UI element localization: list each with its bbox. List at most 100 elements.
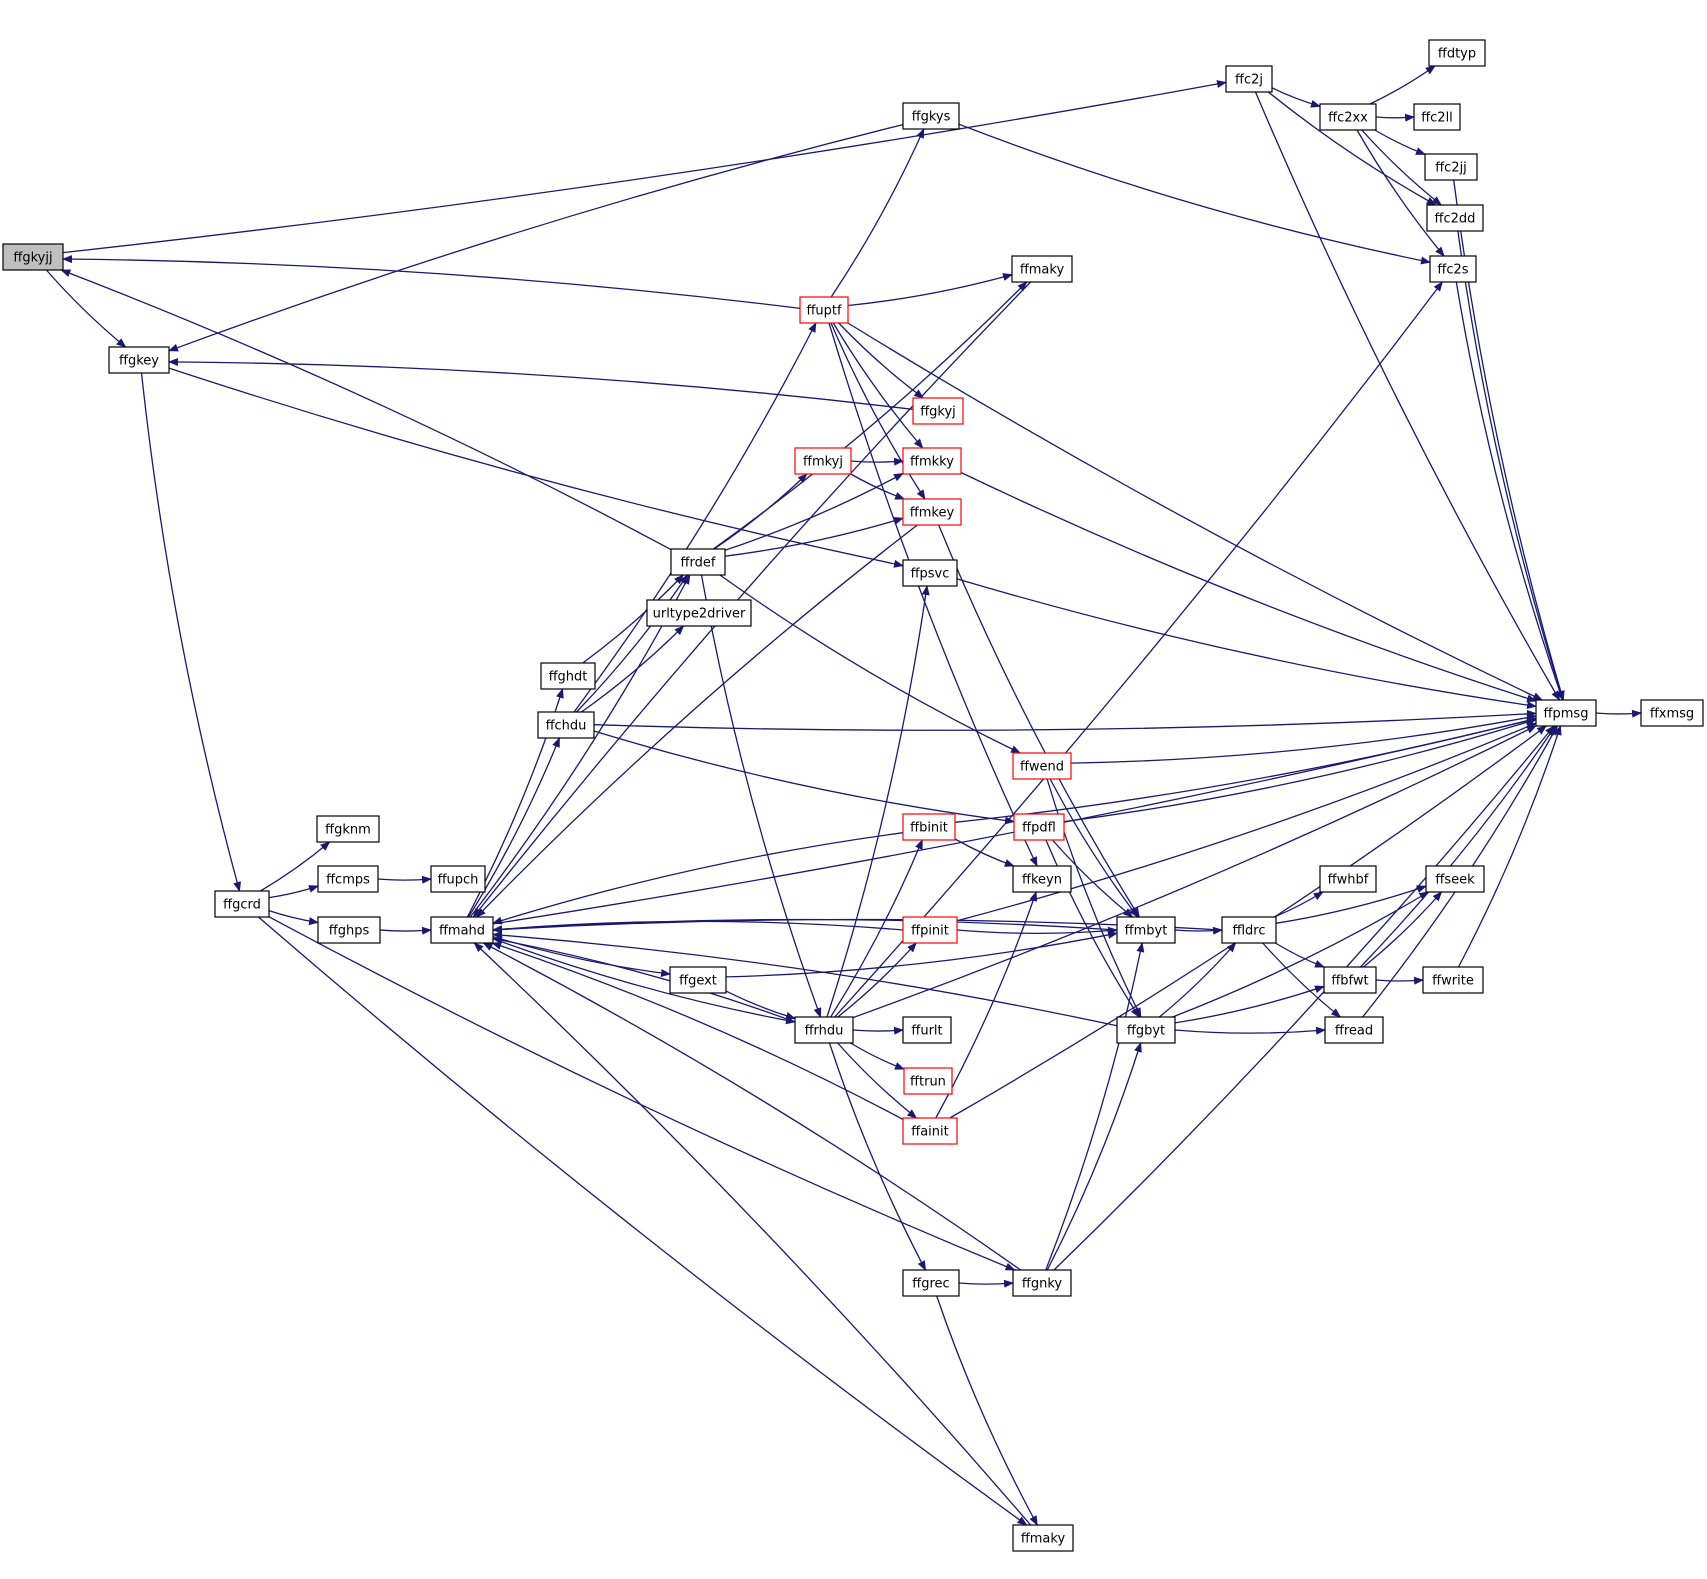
edge-ffc2xx-to-ffc2jj [1374, 129, 1426, 156]
edge-ffc2xx-to-ffc2ll [1375, 113, 1415, 122]
node-ffseek[interactable]: ffseek [1425, 865, 1485, 893]
node-label: ffc2ll [1421, 111, 1453, 126]
edge-ffpsvc-to-ffpmsg [956, 578, 1537, 710]
edge-ffrdef-to-ffgkyjj [60, 269, 672, 551]
node-box [902, 1117, 958, 1145]
node-label: ffwend [1020, 760, 1064, 775]
node-ffgext[interactable]: ffgext [669, 966, 727, 994]
node-box [1319, 865, 1377, 893]
node-ffurlt[interactable]: ffurlt [902, 1016, 952, 1044]
edge-ffldrc-to-ffread [1262, 942, 1342, 1018]
edge-ffgcrd-to-ffgnky [268, 916, 1016, 1271]
node-ffupch[interactable]: ffupch [430, 865, 486, 893]
node-ffuptf[interactable]: ffuptf [799, 296, 849, 324]
node-ffgknm[interactable]: ffgknm [316, 815, 380, 843]
node-ffread[interactable]: ffread [1324, 1016, 1384, 1044]
node-ffgkey[interactable]: ffgkey [108, 346, 170, 374]
node-label: ffgnky [1022, 1277, 1063, 1292]
node-ffmkey[interactable]: ffmkey [902, 498, 962, 526]
node-label: ffrhdu [805, 1024, 844, 1039]
node-ffrhdu[interactable]: ffrhdu [794, 1016, 854, 1044]
node-ffc2dd[interactable]: ffc2dd [1426, 204, 1484, 232]
node-box [1116, 1016, 1176, 1044]
node-ffmkky[interactable]: ffmkky [902, 447, 962, 475]
node-ffrdef[interactable]: ffrdef [670, 548, 726, 576]
edge-ffchdu-to-ffpdfl [593, 730, 1015, 825]
node-ffpdfl[interactable]: ffpdfl [1013, 813, 1065, 841]
node-box [316, 815, 380, 843]
node-ffbinit[interactable]: ffbinit [902, 813, 956, 841]
edge-ffrdef-to-ffwend [719, 574, 1021, 754]
node-ffldrc[interactable]: ffldrc [1221, 916, 1277, 944]
node-box [1422, 966, 1484, 994]
node-ffc2s[interactable]: ffc2s [1429, 255, 1477, 283]
node-ffgkyjj[interactable]: ffgkyjj [2, 243, 64, 271]
node-label: ffupch [438, 873, 479, 888]
node-ffmaky_bot[interactable]: ffmaky [1012, 1524, 1074, 1552]
edge-ffrhdu-to-ffpsvc [826, 585, 930, 1018]
node-ffchdu[interactable]: ffchdu [537, 711, 595, 739]
node-ffgrec[interactable]: ffgrec [902, 1269, 960, 1297]
edge-ffrhdu-to-ffc2s [834, 281, 1443, 1018]
node-ffgkyj[interactable]: ffgkyj [912, 397, 964, 425]
node-ffmbyt[interactable]: ffmbyt [1116, 916, 1176, 944]
edge-ffghdt-to-ffrdef [582, 574, 684, 664]
node-ffgnky[interactable]: ffgnky [1012, 1269, 1072, 1297]
edge-ffpdfl-to-ffmbyt [1052, 839, 1134, 918]
edge-ffgkys-to-ffc2s [958, 123, 1431, 265]
call-edges [45, 65, 1642, 1526]
node-ffghdt[interactable]: ffghdt [540, 662, 596, 690]
node-label: fftrun [910, 1075, 946, 1090]
node-urltype2driver[interactable]: urltype2driver [646, 599, 752, 627]
node-box [108, 346, 170, 374]
node-ffwend[interactable]: ffwend [1012, 752, 1072, 780]
node-ffmaky_top[interactable]: ffmaky [1011, 255, 1073, 283]
node-ffbfwt[interactable]: ffbfwt [1323, 966, 1377, 994]
node-ffpsvc[interactable]: ffpsvc [902, 559, 958, 587]
node-ffainit[interactable]: ffainit [902, 1117, 958, 1145]
node-label: ffc2s [1437, 263, 1468, 278]
node-label: ffmkey [910, 506, 955, 521]
edge-ffmkyj-to-ffmkky [850, 457, 904, 466]
node-ffxmsg[interactable]: ffxmsg [1640, 699, 1704, 727]
edge-ffgext-to-ffrhdu [725, 990, 796, 1020]
edge-ffc2xx-to-ffc2s [1356, 129, 1445, 257]
node-label: ffghdt [549, 670, 588, 685]
edge-ffgcrd-to-ffcmps [268, 885, 319, 899]
node-ffc2j[interactable]: ffc2j [1225, 65, 1273, 93]
edge-ffuptf-to-ffgkyj [838, 322, 925, 399]
node-ffc2ll[interactable]: ffc2ll [1413, 103, 1461, 131]
node-box [1319, 103, 1377, 131]
edge-ffrdef-to-ffmkey [724, 516, 904, 557]
node-ffgcrd[interactable]: ffgcrd [214, 890, 270, 918]
node-ffmkyj[interactable]: ffmkyj [794, 447, 852, 475]
node-ffpmsg[interactable]: ffpmsg [1535, 699, 1597, 727]
node-ffgkys[interactable]: ffgkys [902, 102, 960, 130]
edge-ffmkky-to-ffpmsg [960, 471, 1537, 703]
node-label: ffwhbf [1328, 873, 1369, 888]
node-fftrun[interactable]: fftrun [903, 1067, 953, 1095]
edge-ffchdu-to-urltype2driver [581, 625, 685, 713]
edge-ffmaky_bot-to-ffmahd [473, 942, 1032, 1526]
node-ffwhbf[interactable]: ffwhbf [1319, 865, 1377, 893]
node-box [902, 559, 958, 587]
edge-ffuptf-to-ffgkyjj [62, 255, 801, 310]
edge-ffgkyjj-to-ffgkey [45, 269, 127, 348]
node-ffc2jj[interactable]: ffc2jj [1424, 153, 1478, 181]
edge-ffgkey-to-ffgcrd [140, 372, 241, 892]
node-ffcmps[interactable]: ffcmps [317, 865, 379, 893]
edge-ffrhdu-to-ffainit [837, 1042, 918, 1119]
node-ffpinit[interactable]: ffpinit [902, 916, 958, 944]
node-ffkeyn[interactable]: ffkeyn [1012, 865, 1072, 893]
node-box [646, 599, 752, 627]
edge-ffgcrd-to-ffghps [268, 909, 319, 926]
node-ffmahd[interactable]: ffmahd [430, 916, 494, 944]
node-ffwrite[interactable]: ffwrite [1422, 966, 1484, 994]
node-ffdtyp[interactable]: ffdtyp [1428, 39, 1486, 67]
edge-ffldrc-to-ffwhbf [1273, 891, 1324, 918]
node-ffgbyt[interactable]: ffgbyt [1116, 1016, 1176, 1044]
node-ffc2xx[interactable]: ffc2xx [1319, 103, 1377, 131]
node-ffghps[interactable]: ffghps [317, 916, 381, 944]
node-label: ffc2j [1235, 73, 1263, 88]
node-label: ffgkey [119, 354, 159, 369]
